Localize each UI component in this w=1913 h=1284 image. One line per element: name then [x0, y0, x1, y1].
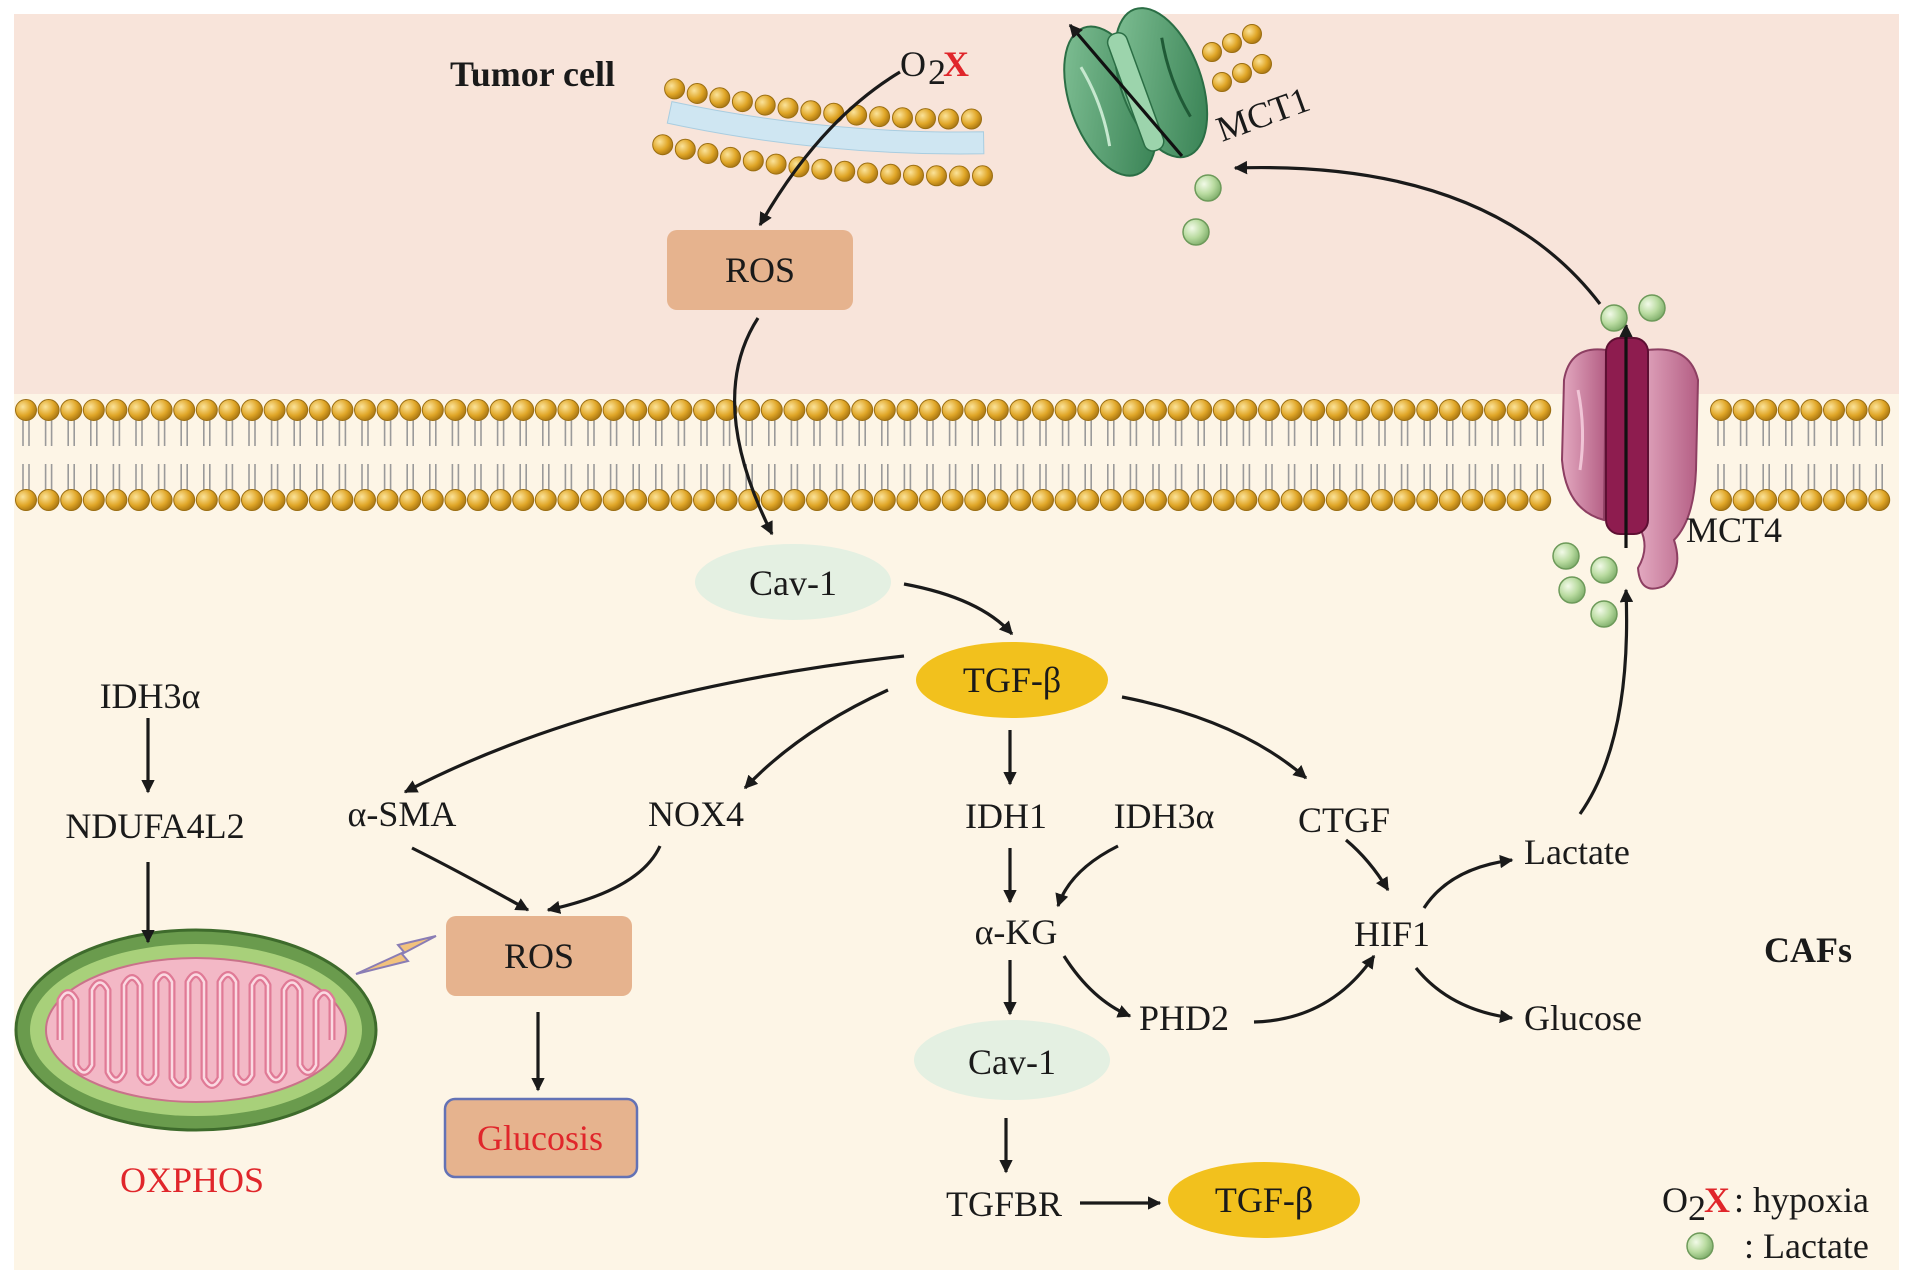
mct4-transporter-icon [1560, 323, 1700, 590]
legend-lactate: : Lactate [1744, 1226, 1869, 1266]
lactate-ball [1194, 174, 1222, 202]
nox4-label: NOX4 [648, 794, 744, 834]
lactate-ball [1552, 542, 1580, 570]
ndufa4l2-label: NDUFA4L2 [65, 806, 244, 846]
asma-label: α-SMA [348, 794, 457, 834]
svg-text:X: X [943, 44, 969, 84]
ros-box-top [667, 230, 853, 310]
idh3a-label-left: IDH3α [100, 676, 201, 716]
oxphos-label: OXPHOS [120, 1160, 264, 1200]
lactate-ball [1182, 218, 1210, 246]
pathway-arrows [141, 70, 1634, 1210]
legend-lactate-ball [1686, 1232, 1714, 1260]
lactate-molecules [1182, 174, 1666, 628]
ctgf-label: CTGF [1298, 800, 1390, 840]
mitochondrion-icon [14, 928, 378, 1132]
legend-o2-sub: 2 [1688, 1188, 1706, 1228]
legend-x: X [1704, 1180, 1730, 1220]
phd2-label: PHD2 [1139, 998, 1229, 1038]
cav1-label-bottom: Cav-1 [968, 1042, 1056, 1082]
svg-text:2: 2 [928, 52, 946, 92]
cav1-ellipse-top [695, 544, 891, 620]
lactate-ball [1590, 600, 1618, 628]
ros-box-mid [446, 916, 632, 996]
lactate-ball [1600, 304, 1628, 332]
lactate-label: Lactate [1524, 832, 1630, 872]
glucose-label: Glucose [1524, 998, 1642, 1038]
ros-label-top: ROS [725, 250, 795, 290]
legend-o2: O [1662, 1180, 1688, 1220]
glucosis-box [443, 1097, 639, 1179]
caf-region [14, 394, 1899, 1270]
tgfb-ellipse-main [916, 642, 1108, 718]
glucosis-label: Glucosis [477, 1118, 603, 1158]
lactate-ball [1558, 576, 1586, 604]
legend: O 2 X : hypoxia : Lactate [1662, 1180, 1869, 1266]
tumor-cell-label: Tumor cell [450, 54, 615, 94]
cav1-ellipse-bottom [914, 1020, 1110, 1100]
tumor-cell-region [14, 14, 1899, 394]
svg-text:O: O [900, 44, 926, 84]
legend-hypoxia: : hypoxia [1734, 1180, 1869, 1220]
lactate-ball [1638, 294, 1666, 322]
akg-label: α-KG [975, 912, 1058, 952]
ros-label-mid: ROS [504, 936, 574, 976]
cafs-label: CAFs [1764, 930, 1852, 970]
tgfb-label-main: TGF-β [963, 660, 1061, 700]
tgfb-ellipse-bottom [1168, 1162, 1360, 1238]
hif1-label: HIF1 [1354, 914, 1430, 954]
plasma-membrane [15, 399, 1891, 511]
tgfbr-label: TGFBR [946, 1184, 1062, 1224]
mct1-transporter-icon [1063, 7, 1209, 177]
cav1-label-top: Cav-1 [749, 563, 837, 603]
o2-hypoxia-marker: O 2 X [900, 44, 969, 92]
idh1-label: IDH1 [965, 796, 1047, 836]
lightning-bolt-icon [355, 935, 437, 975]
lactate-ball [1590, 556, 1618, 584]
tumor-membrane-curved [652, 24, 1272, 187]
idh3a-label-mid: IDH3α [1114, 796, 1215, 836]
tgfb-label-bottom: TGF-β [1215, 1180, 1313, 1220]
mct4-label: MCT4 [1686, 510, 1782, 550]
